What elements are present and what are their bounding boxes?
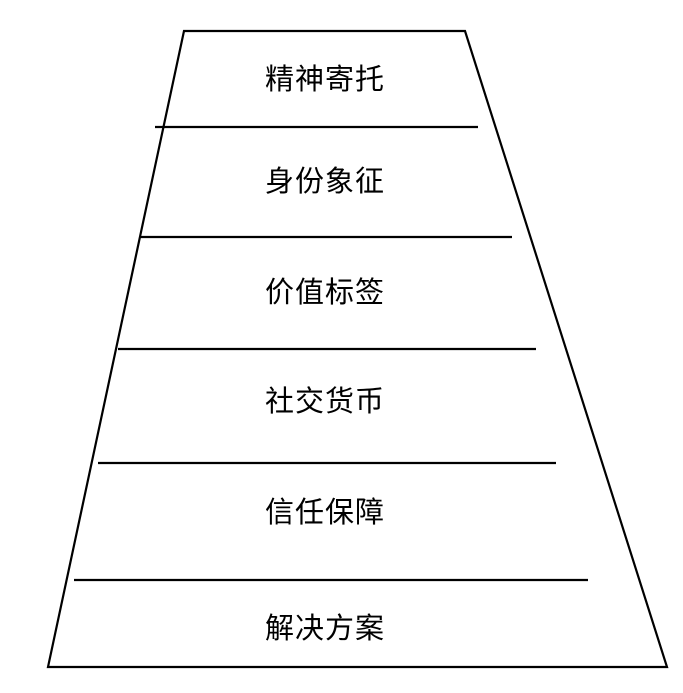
- band-label-3: 价值标签: [265, 275, 385, 309]
- divider-lines-group: [74, 125, 588, 582]
- band-label-2: 身份象征: [265, 164, 385, 198]
- band-labels-group: 精神寄托 身份象征 价值标签 社交货币 信任保障 解决方案: [265, 62, 385, 645]
- band-label-5: 信任保障: [265, 495, 385, 529]
- band-label-4: 社交货币: [265, 384, 385, 418]
- band-label-6: 解决方案: [265, 611, 385, 645]
- band-label-1: 精神寄托: [265, 62, 385, 96]
